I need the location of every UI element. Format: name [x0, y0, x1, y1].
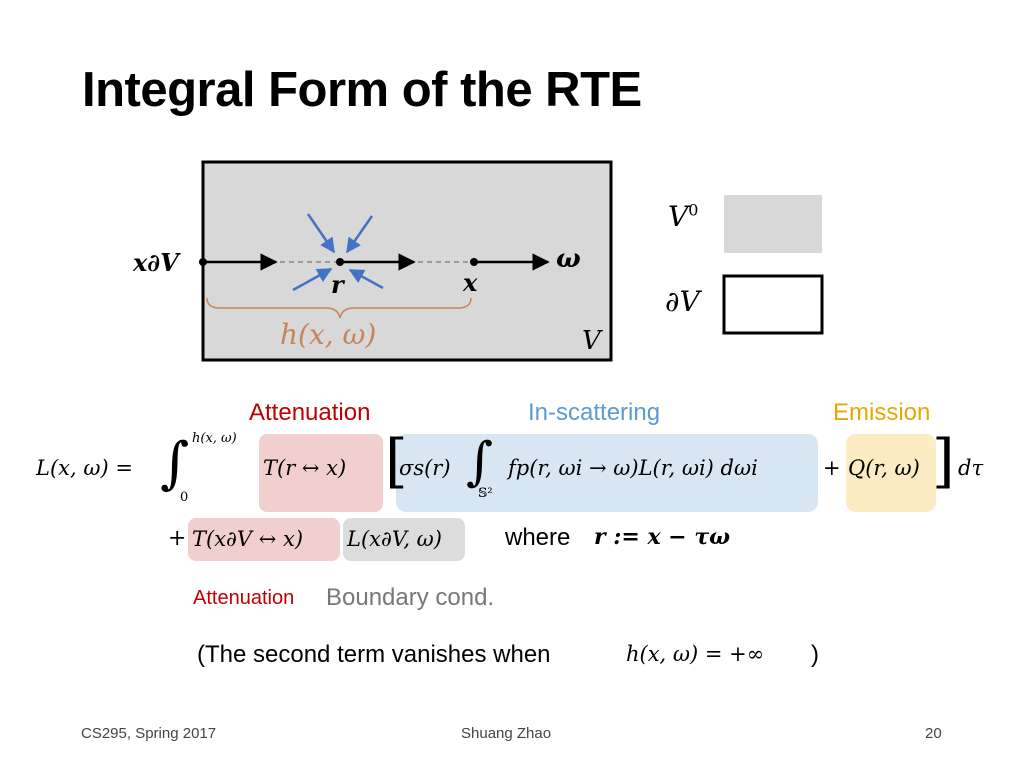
note-prefix: (The second term vanishes when [197, 641, 551, 668]
boundary-radiance-highlight [343, 518, 465, 561]
h-brace [206, 297, 472, 319]
legend-interior-swatch [724, 195, 822, 253]
inner-integral-sign: ∫ [466, 432, 494, 492]
where-text: where [505, 524, 571, 551]
equation-lhs: L(x, ω) = [36, 456, 133, 480]
x-point [470, 258, 478, 266]
scatter-term: fp(r, ωi → ω)L(r, ωi) dωi [508, 456, 758, 480]
right-bracket: ] [932, 427, 955, 495]
r-point [336, 258, 344, 266]
boundary-point-label: x∂V [133, 248, 179, 277]
inscatter-arrow-4 [348, 268, 384, 290]
outer-integral-sign: ∫ [160, 431, 190, 496]
where-definition: r := x − τω [594, 524, 731, 550]
inscatter-arrow-2 [345, 215, 374, 254]
inscattering-highlight [396, 434, 818, 512]
inscatter-arrow-3 [292, 267, 333, 292]
second-plus: + [168, 526, 187, 551]
boundary-annotation: Boundary cond. [326, 584, 495, 611]
transmittance-term: T(r ↔ x) [263, 456, 347, 480]
integral-lower-limit: 0 [180, 490, 189, 505]
volume-diagram [199, 160, 824, 362]
sigma-term: σs(r) [399, 456, 451, 480]
legend-boundary-swatch [722, 274, 824, 335]
integral-upper-limit: h(x, ω) [192, 431, 237, 446]
footer-author: Shuang Zhao [461, 725, 552, 742]
attenuation-highlight [259, 434, 383, 512]
footer-page-number: 20 [925, 725, 942, 742]
inscatter-arrow-1 [306, 213, 336, 254]
footer-course: CS295, Spring 2017 [81, 725, 217, 742]
boundary-point [199, 258, 207, 266]
boundary-transmittance-term: T(x∂V ↔ x) [192, 527, 304, 551]
h-label: h(x, ω) [280, 318, 377, 351]
inner-integral-domain: 𝕊² [478, 486, 493, 501]
emission-heading: Emission [833, 399, 931, 426]
x-label: x [463, 268, 478, 297]
note-math: h(x, ω) = +∞ [626, 642, 765, 666]
omega-label: ω [556, 244, 581, 274]
attenuation-heading: Attenuation [249, 399, 371, 426]
volume-label: V [582, 326, 601, 356]
legend-interior-label: V0 [668, 200, 699, 233]
legend-boundary-label: ∂V [665, 285, 700, 318]
inscattering-heading: In-scattering [528, 399, 661, 426]
left-bracket: [ [385, 427, 408, 495]
boundary-radiance-term: L(x∂V, ω) [347, 527, 443, 551]
emission-term: Q(r, ω) [848, 456, 920, 480]
note-suffix: ) [811, 641, 819, 668]
attenuation-annotation: Attenuation [193, 587, 295, 609]
r-label: r [331, 270, 344, 299]
emission-plus: + [823, 456, 841, 480]
boundary-attenuation-highlight [188, 518, 340, 561]
d-tau: dτ [958, 456, 984, 480]
slide-title: Integral Form of the RTE [82, 63, 642, 117]
emission-highlight [846, 434, 936, 512]
